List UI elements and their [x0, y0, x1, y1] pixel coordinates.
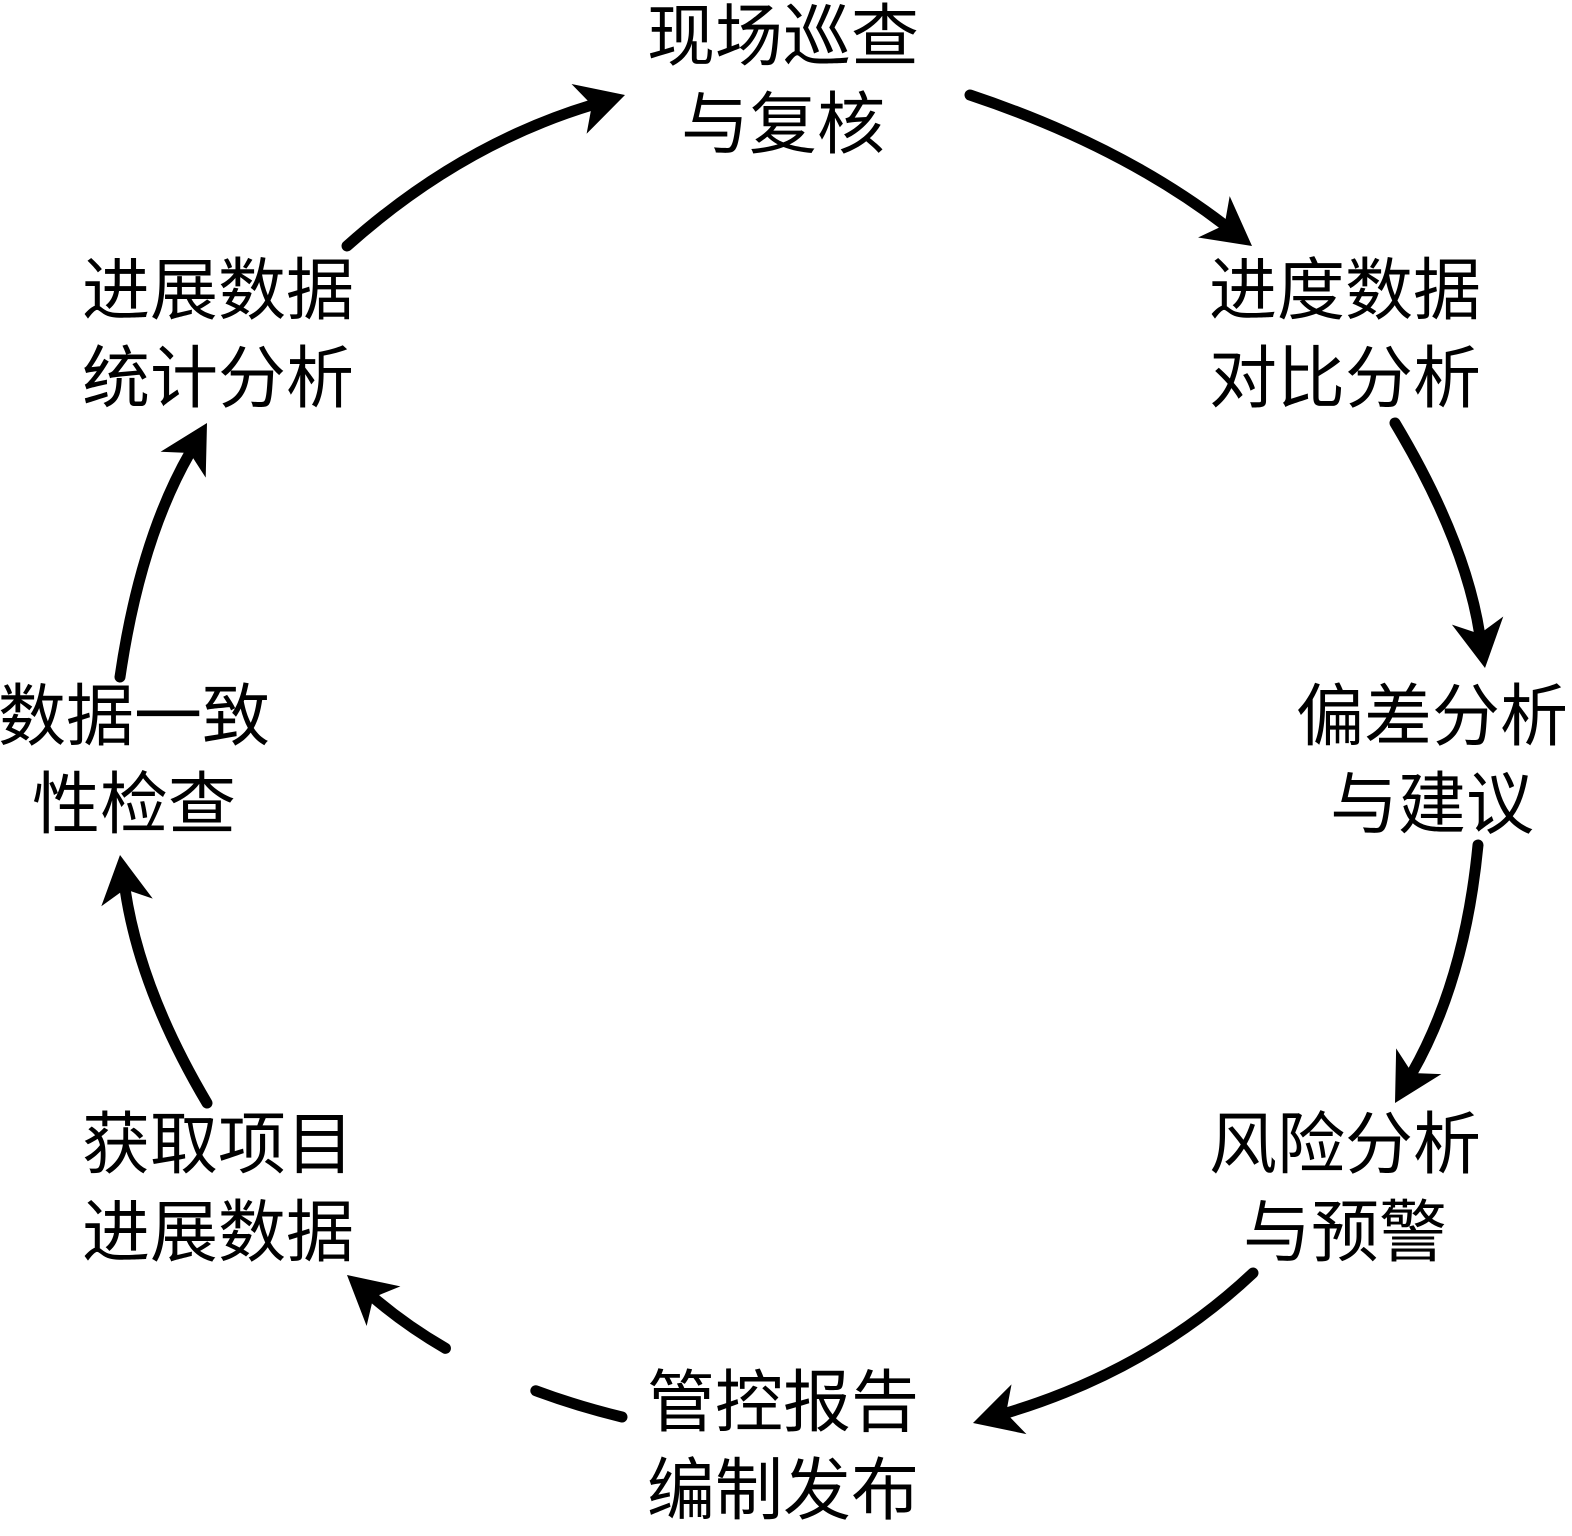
edge-acquire-progress-data-to-consistency-check — [101, 855, 213, 1109]
node-report-publishing: 管控报告 编制发布 — [647, 1360, 919, 1536]
arrowhead-icon — [1451, 616, 1504, 668]
arrowhead-icon — [1395, 1048, 1442, 1103]
node-risk-warning: 风险分析 与预警 — [1209, 1102, 1481, 1278]
node-label-line: 与复核 — [680, 86, 886, 165]
node-label-line: 与预警 — [1242, 1194, 1448, 1273]
arrowhead-icon — [1198, 196, 1252, 246]
arrow-line — [114, 447, 196, 683]
node-label-line: 对比分析 — [1208, 340, 1482, 419]
edge-site-inspection-to-progress-comparison — [964, 89, 1252, 246]
node-label-line: 进展数据 — [81, 1194, 355, 1273]
node-label-line: 性检查 — [31, 766, 237, 845]
arrow-line — [1000, 1267, 1259, 1419]
arrowhead-icon — [973, 1384, 1027, 1435]
node-label-line: 数据一致 — [0, 678, 271, 757]
arrow-line — [964, 89, 1231, 231]
edge-deviation-analysis-to-risk-warning — [1395, 839, 1484, 1103]
edge-consistency-check-to-progress-statistics — [114, 423, 207, 683]
arrow-line — [1406, 839, 1484, 1079]
arrowhead-icon — [101, 855, 153, 907]
node-progress-comparison: 进度数据 对比分析 — [1209, 248, 1481, 424]
arrow-line — [341, 99, 598, 252]
node-acquire-progress-data: 获取项目 进展数据 — [82, 1102, 354, 1278]
node-label-line: 与建议 — [1329, 766, 1535, 845]
edge-report-publishing-to-acquire-progress-data — [347, 1275, 628, 1423]
edge-risk-warning-to-report-publishing — [973, 1267, 1259, 1435]
node-deviation-analysis: 偏差分析 与建议 — [1296, 674, 1568, 850]
arrowhead-icon — [347, 1275, 401, 1326]
edge-progress-statistics-to-site-inspection — [341, 84, 625, 252]
node-label-line: 获取项目 — [81, 1106, 355, 1185]
arrowhead-icon — [571, 84, 625, 134]
node-consistency-check: 数据一致 性检查 — [0, 674, 270, 850]
arrowhead-icon — [160, 423, 207, 478]
arrow-line — [119, 883, 213, 1109]
node-label-line: 管控报告 — [646, 1364, 920, 1443]
node-label-line: 现场巡查 — [646, 0, 920, 77]
edge-progress-comparison-to-deviation-analysis — [1389, 417, 1504, 668]
node-label-line: 进度数据 — [1208, 252, 1482, 331]
node-label-line: 风险分析 — [1208, 1106, 1482, 1185]
node-progress-statistics: 进展数据 统计分析 — [82, 248, 354, 424]
node-label-line: 偏差分析 — [1295, 678, 1569, 757]
node-label-line: 统计分析 — [81, 340, 355, 419]
node-label-line: 编制发布 — [646, 1452, 920, 1531]
arrow-line — [367, 1291, 628, 1423]
node-label-line: 进展数据 — [81, 252, 355, 331]
node-site-inspection: 现场巡查 与复核 — [647, 0, 919, 170]
arrow-line — [1389, 417, 1486, 640]
